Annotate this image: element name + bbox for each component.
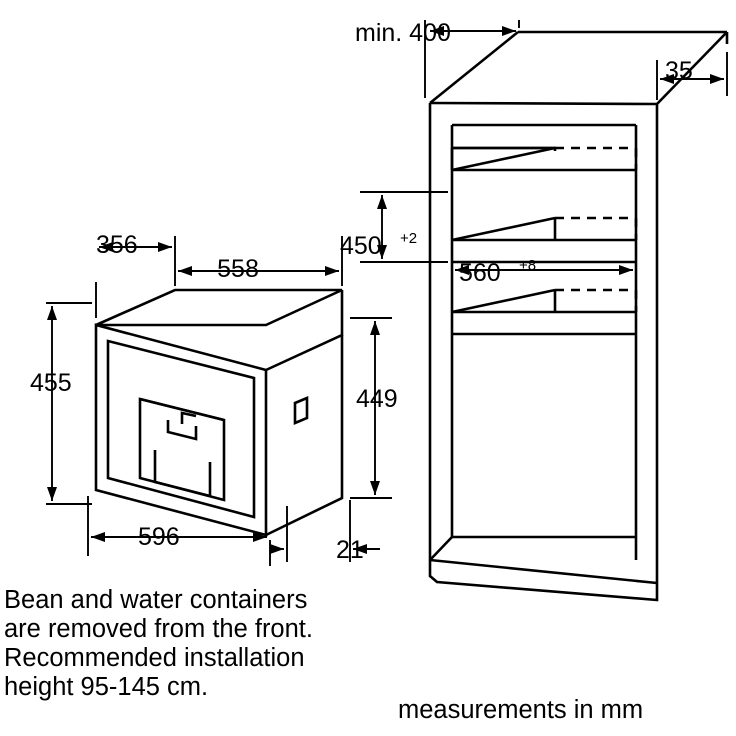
label-560: 560 <box>459 259 501 287</box>
label-455: 455 <box>30 369 72 397</box>
note-measurement-units: measurements in mm <box>398 696 644 724</box>
label-558: 558 <box>217 255 259 283</box>
cabinet-base <box>428 560 659 602</box>
label-560-tolerance: +8 <box>519 257 536 274</box>
appliance-outline <box>94 288 344 537</box>
label-356: 356 <box>96 231 138 259</box>
label-449: 449 <box>356 385 398 413</box>
label-21: 21 <box>336 536 364 564</box>
appliance-dispenser <box>138 397 226 502</box>
label-596: 596 <box>138 523 180 551</box>
label-35: 35 <box>665 57 693 85</box>
label-min-400: min. 400 <box>355 19 451 47</box>
label-450-tolerance: +2 <box>400 230 417 247</box>
dimension-labels: 356 558 455 449 596 21 min. 400 35 450 +… <box>30 19 693 564</box>
dimension-lines-appliance <box>46 236 392 566</box>
dimension-arrowheads <box>47 26 724 554</box>
cabinet-inner-structure <box>429 123 658 561</box>
dimension-lines-cabinet <box>360 20 728 300</box>
note-left: Bean and water containers are removed fr… <box>4 586 313 701</box>
cabinet-outline <box>428 30 729 585</box>
label-450: 450 <box>340 232 382 260</box>
appliance-handle <box>293 396 309 425</box>
